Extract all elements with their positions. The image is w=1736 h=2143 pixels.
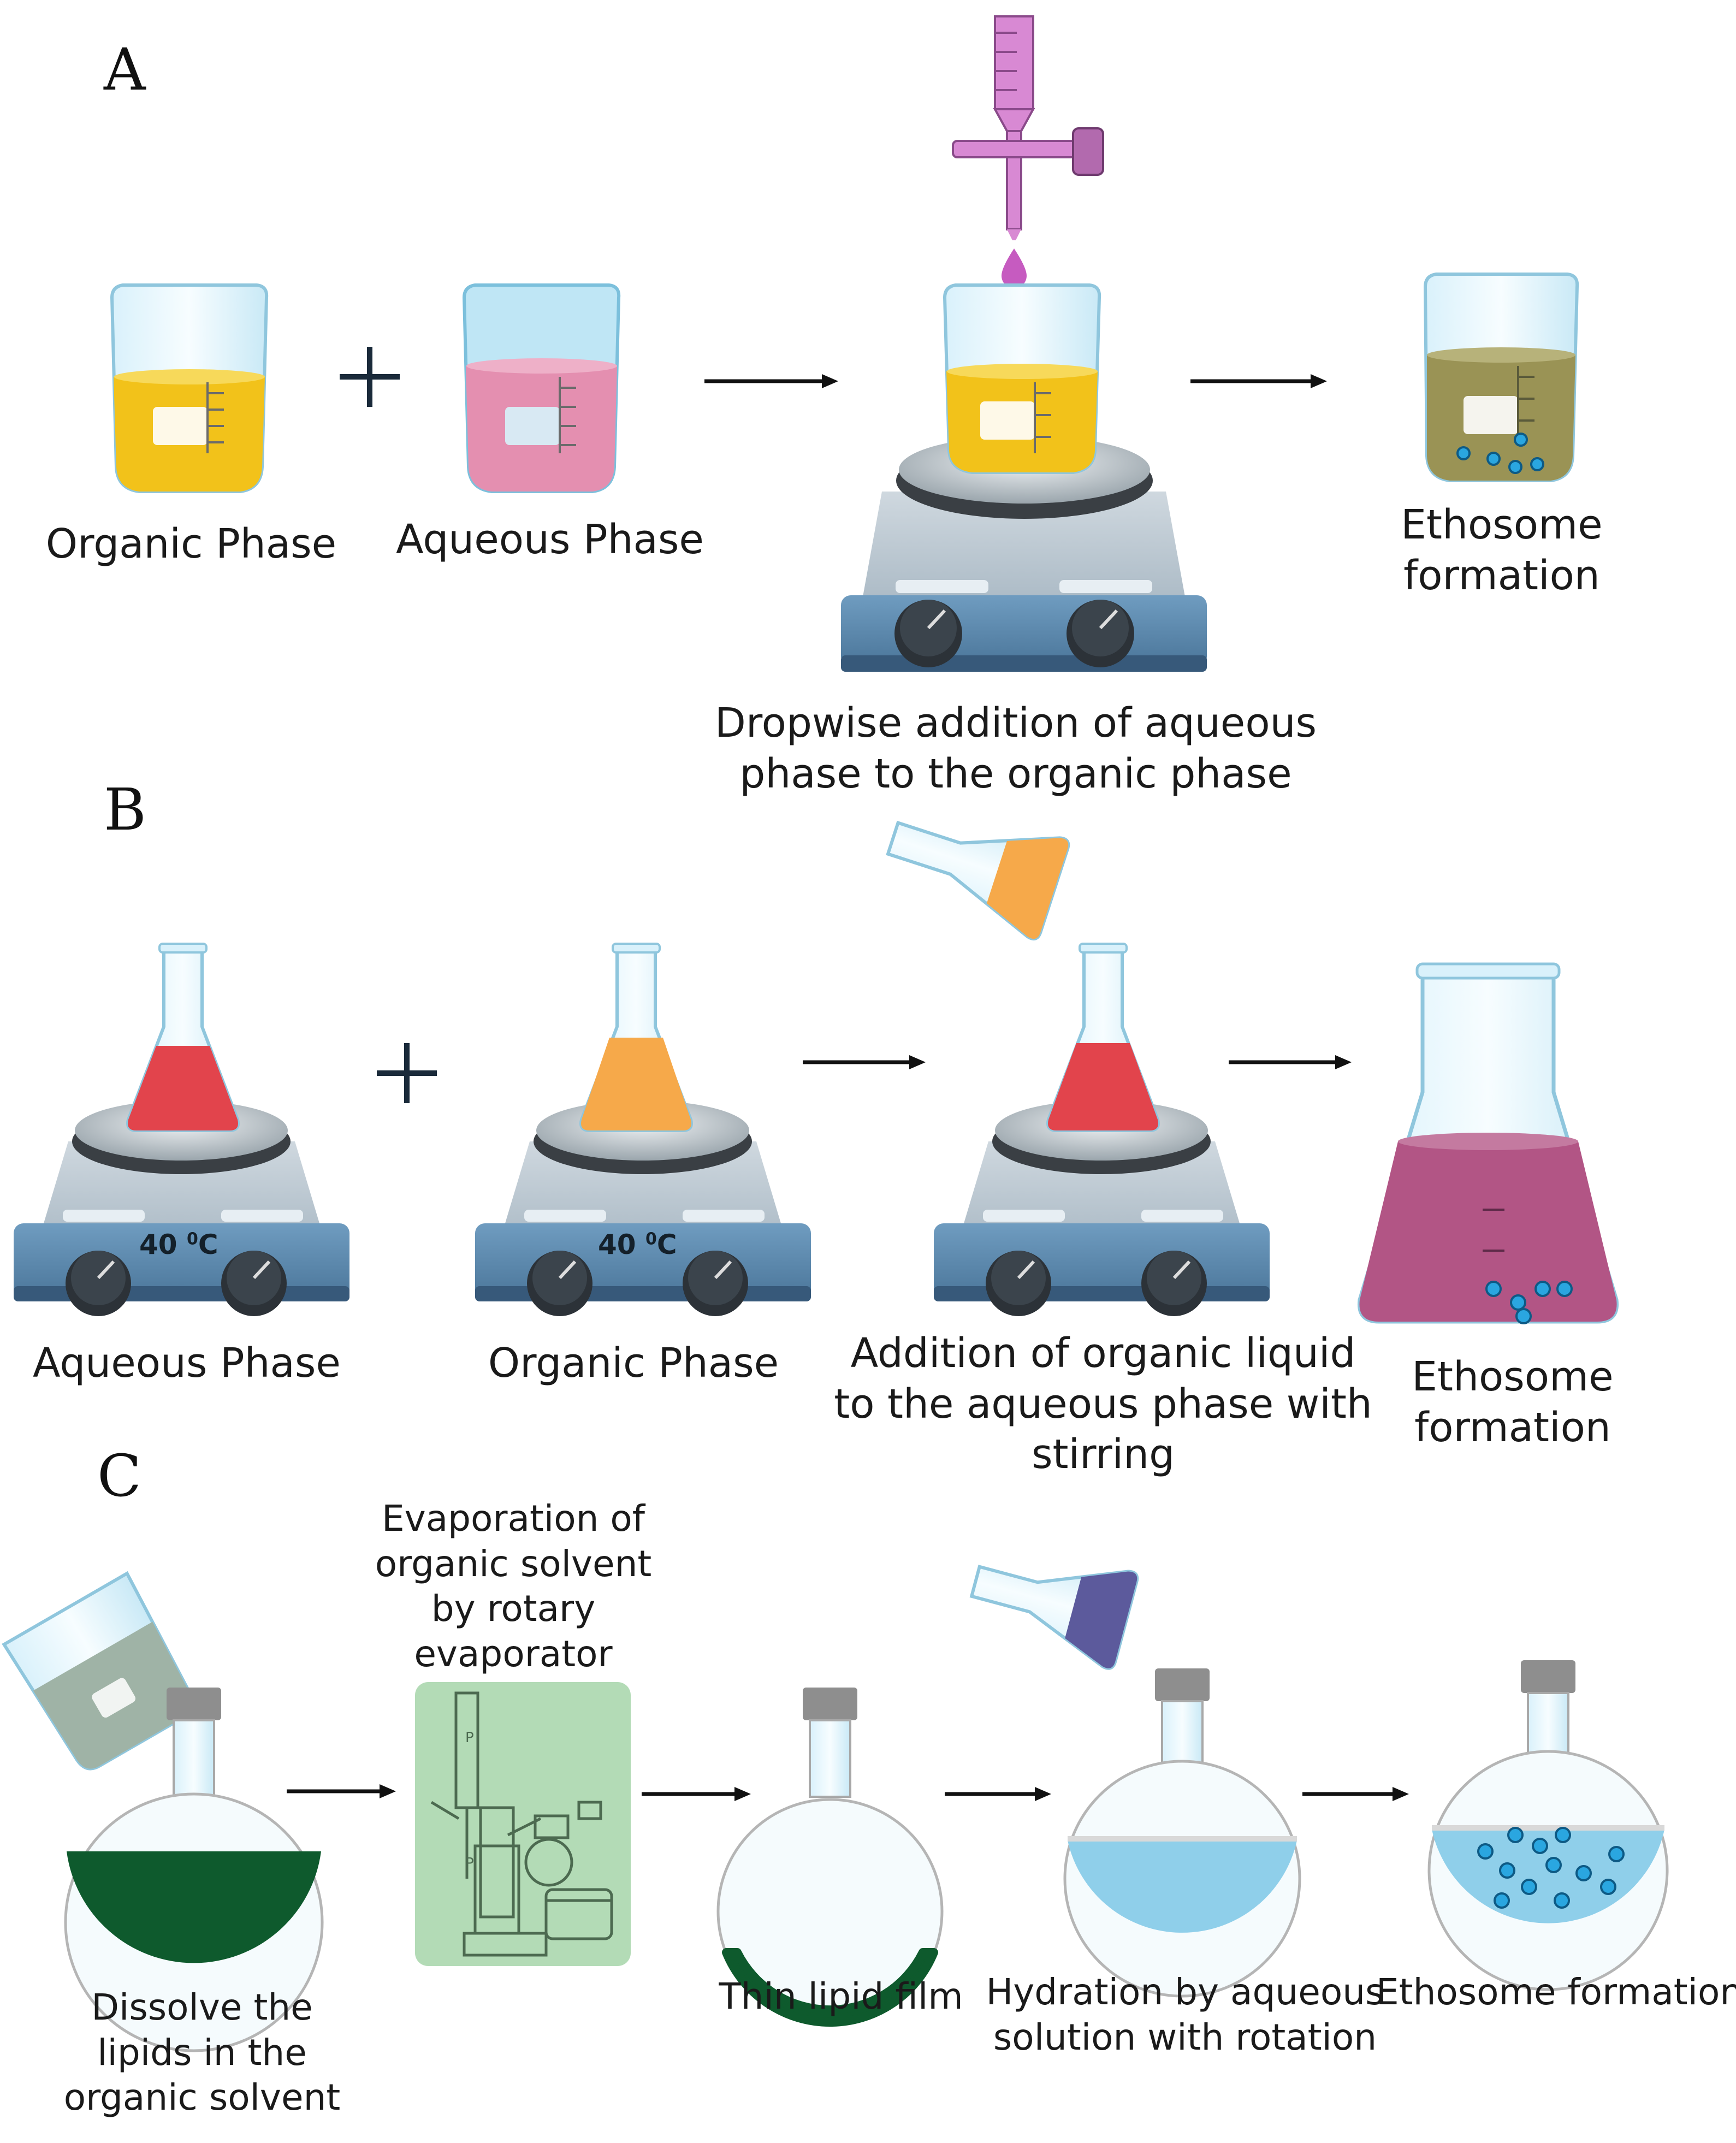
label-aqueous-phase-b: Aqueous Phase [33,1340,341,1387]
erlenmeyer-flask-mixing [1046,943,1160,1132]
label-aqueous-phase-a: Aqueous Phase [396,516,704,563]
label-thin-lipid-film: Thin lipid film [719,1975,963,2017]
arrow-right-icon [1190,374,1327,388]
round-bottom-flask-ethosome [1427,1660,1669,1991]
burette-icon [952,15,1104,288]
label-organic-phase-b: Organic Phase [488,1340,779,1387]
hot-plate-stirrer [841,436,1207,672]
label-ethosome-formation-c: Ethosome formation [1376,1971,1736,2013]
arrow-right-icon [704,374,838,388]
erlenmeyer-flask-aqueous [126,943,240,1132]
pouring-beaker-solvent [2,1571,195,1771]
label-dissolve-lipids: Dissolve the lipids in the organic solve… [63,1986,341,2118]
panel-a-letter: A [104,36,146,103]
arrow-right-icon [1229,1055,1352,1069]
panel-c-letter: C [97,1442,142,1509]
arrow-right-icon [1302,1787,1409,1801]
arrow-right-icon [642,1787,751,1801]
svg-text:P: P [465,1855,474,1872]
erlenmeyer-flask-organic [579,943,693,1132]
arrow-right-icon [945,1787,1051,1801]
panel-b-letter: B [104,776,146,843]
aqueous-phase-beaker [462,283,621,493]
label-ethosome-formation-b: Ethosome formation [1412,1353,1614,1451]
mixing-beaker [943,283,1101,474]
plus-icon [340,347,400,407]
hot-plate-stirrer-aqueous [14,1100,349,1316]
plus-icon [377,1043,437,1103]
ethosome-beaker [1423,273,1579,482]
pouring-flask-organic [886,820,1070,941]
temperature-readout-aqueous: 40 0C [139,1229,218,1260]
label-dropwise-addition: Dropwise addition of aqueous phase to th… [714,700,1317,797]
pouring-flask-aqueous [969,1565,1139,1670]
round-bottom-flask-hydration [1063,1668,1301,1998]
label-hydration: Hydration by aqueous solution with rotat… [986,1971,1384,2058]
label-organic-phase-a: Organic Phase [45,520,337,567]
round-bottom-flask-green [64,1688,324,2052]
organic-phase-beaker [110,283,269,493]
label-addition-organic-liquid: Addition of organic liquid to the aqueou… [834,1330,1372,1478]
label-evaporation: Evaporation of organic solvent by rotary… [375,1497,652,1675]
arrow-right-icon [803,1055,926,1069]
arrow-right-icon [287,1784,396,1798]
svg-text:P: P [465,1730,474,1746]
temperature-readout-organic: 40 0C [598,1229,677,1260]
hot-plate-stirrer-organic [475,1100,811,1316]
hot-plate-stirrer-mixing [934,1100,1270,1316]
label-ethosome-formation-a: Ethosome formation [1401,501,1603,599]
round-bottom-flask-thin-film [716,1688,944,2027]
rotary-evaporator: P P [415,1682,631,1966]
ethosome-erlenmeyer-flask [1357,962,1619,1324]
